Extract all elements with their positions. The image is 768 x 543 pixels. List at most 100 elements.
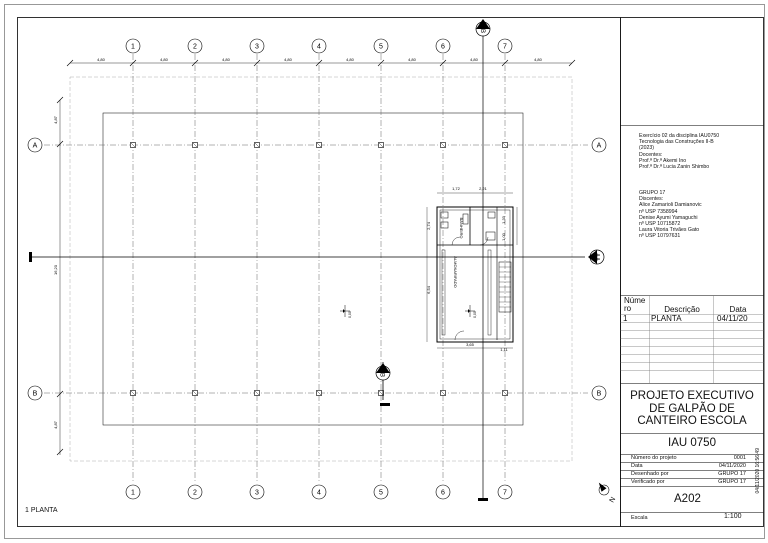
course-line: Prof.ª Dr.ª Akemi Ino <box>639 157 687 164</box>
svg-text:3: 3 <box>255 490 259 497</box>
field-value-date: 04/11/2020 <box>718 463 746 469</box>
pillar-cross <box>378 142 384 148</box>
pillar-cross <box>192 142 198 148</box>
revision-row-number: 1 <box>623 314 628 323</box>
pillar-cross <box>440 390 446 396</box>
group-line: nº USP 7358994 <box>639 208 678 215</box>
svg-text:0,00: 0,00 <box>348 311 352 318</box>
svg-text:AA: AA <box>594 253 600 261</box>
svg-text:BB: BB <box>379 369 385 377</box>
dim-tick <box>568 59 576 67</box>
section-aa-right-marker: AA <box>588 249 605 265</box>
field-label-date: Data <box>631 463 643 469</box>
pillar-cross <box>130 390 136 396</box>
svg-text:7: 7 <box>503 490 507 497</box>
section-bb-bottom-marker <box>478 498 488 501</box>
field-label-checked-by: Verificado por <box>631 479 665 485</box>
structure-extent <box>69 76 573 462</box>
dim-tick <box>315 59 323 67</box>
grid-bubble-row-B: B <box>591 385 607 401</box>
svg-text:2: 2 <box>193 490 197 497</box>
svg-text:A: A <box>33 143 38 150</box>
group-notes: GRUPO 17 Discentes: Alice Zamarioli Dami… <box>639 190 702 240</box>
pillar-cross <box>192 390 198 396</box>
left-dim-3: 4,87 <box>53 420 58 429</box>
sheet-number: A202 <box>674 493 701 505</box>
grid-bubble-row-B: B <box>27 385 43 401</box>
sheet-border-inner <box>17 17 764 527</box>
column-bubbles-bottom: 1 2 3 4 5 6 7 <box>125 484 513 500</box>
pillar-cross <box>502 390 508 396</box>
grid-bubble-col-1: 1 <box>125 484 141 500</box>
svg-text:A: A <box>597 143 602 150</box>
pillar-cross <box>130 142 136 148</box>
group-line: Denise Ayumi Yamaguchi <box>639 214 698 221</box>
annex-block <box>436 206 514 343</box>
field-label-drawn-by: Desenhado por <box>631 471 669 477</box>
dim-tick <box>501 59 509 67</box>
course-line: Docentes: <box>639 151 663 158</box>
group-line: nº USP 10715872 <box>639 221 681 228</box>
top-dim-text: 4,80 <box>470 57 479 62</box>
section-marker-center: BB <box>375 362 391 406</box>
top-dim-text: 4,80 <box>160 57 169 62</box>
top-dim-text: 4,80 <box>346 57 355 62</box>
top-dim-text: 4,80 <box>284 57 293 62</box>
grid-bubble-col-7: 7 <box>497 484 513 500</box>
project-title: PROJETO EXECUTIVO DE GALPÃO DE CANTEIRO … <box>621 390 763 428</box>
revision-header-number: Núme ro <box>624 296 646 313</box>
annex-dim-6: 6,54 <box>426 285 431 294</box>
group-line: Discentes: <box>639 196 664 203</box>
row-grid-lines <box>44 144 588 394</box>
row-bubbles-left: AB <box>27 137 43 401</box>
left-dim-2: 16,20 <box>53 264 58 275</box>
svg-text:0,00: 0,00 <box>473 311 477 318</box>
svg-text:2: 2 <box>193 44 197 51</box>
level-marker-main: 0,00 <box>340 305 352 318</box>
svg-text:BB: BB <box>479 25 485 33</box>
annex-dim-5: 2,74 <box>426 221 431 230</box>
title-line: CANTEIRO ESCOLA <box>637 415 747 427</box>
grid-bubble-col-3: 3 <box>249 484 265 500</box>
scale-value: 1:100 <box>724 513 742 520</box>
annex-dimension-lines <box>426 192 518 349</box>
course-line: Exercício 02 da disciplina IAU0750 <box>639 133 720 139</box>
svg-text:6: 6 <box>441 44 445 51</box>
annex-dim-4: 1,00 <box>501 232 506 241</box>
svg-text:3: 3 <box>255 44 259 51</box>
section-bb-top-marker: BB <box>475 19 491 37</box>
room-label-wc: BANHEIRO <box>459 218 464 239</box>
svg-text:5: 5 <box>379 490 383 497</box>
pillar-cross <box>440 142 446 148</box>
top-dim-text: 4,80 <box>222 57 231 62</box>
svg-text:1: 1 <box>131 490 135 497</box>
dim-tick <box>377 59 385 67</box>
top-dim-text: 4,80 <box>97 57 106 62</box>
course-line: (2023) <box>639 145 654 152</box>
pillar-cross <box>254 142 260 148</box>
revision-row-date: 04/11/20 <box>717 314 748 323</box>
level-marker-annex: 0,00 <box>465 305 477 318</box>
sheet-border-outer <box>4 4 765 539</box>
title-fields-lines <box>620 433 764 513</box>
course-code: IAU 0750 <box>668 437 716 449</box>
grid-bubble-col-4: 4 <box>311 484 327 500</box>
group-line: nº USP 10797631 <box>639 233 681 240</box>
roof-outline <box>102 112 524 426</box>
revision-header-date: Data <box>729 305 747 314</box>
room-label-storage: ALMOXARIFADO <box>453 256 458 288</box>
group-line: GRUPO 17 <box>639 190 666 196</box>
revision-table-lines <box>620 295 764 384</box>
top-dim-text: 4,80 <box>408 57 417 62</box>
view-label: 1 PLANTA <box>25 507 58 514</box>
grid-bubble-col-2: 2 <box>187 484 203 500</box>
group-line: Alice Zamarioli Damianovic <box>639 202 702 209</box>
grid-bubble-col-6: 6 <box>435 38 451 54</box>
pillar-cross <box>254 390 260 396</box>
svg-text:7: 7 <box>503 44 507 51</box>
pillar-cross <box>502 142 508 148</box>
svg-text:1: 1 <box>131 44 135 51</box>
grid-bubble-col-6: 6 <box>435 484 451 500</box>
